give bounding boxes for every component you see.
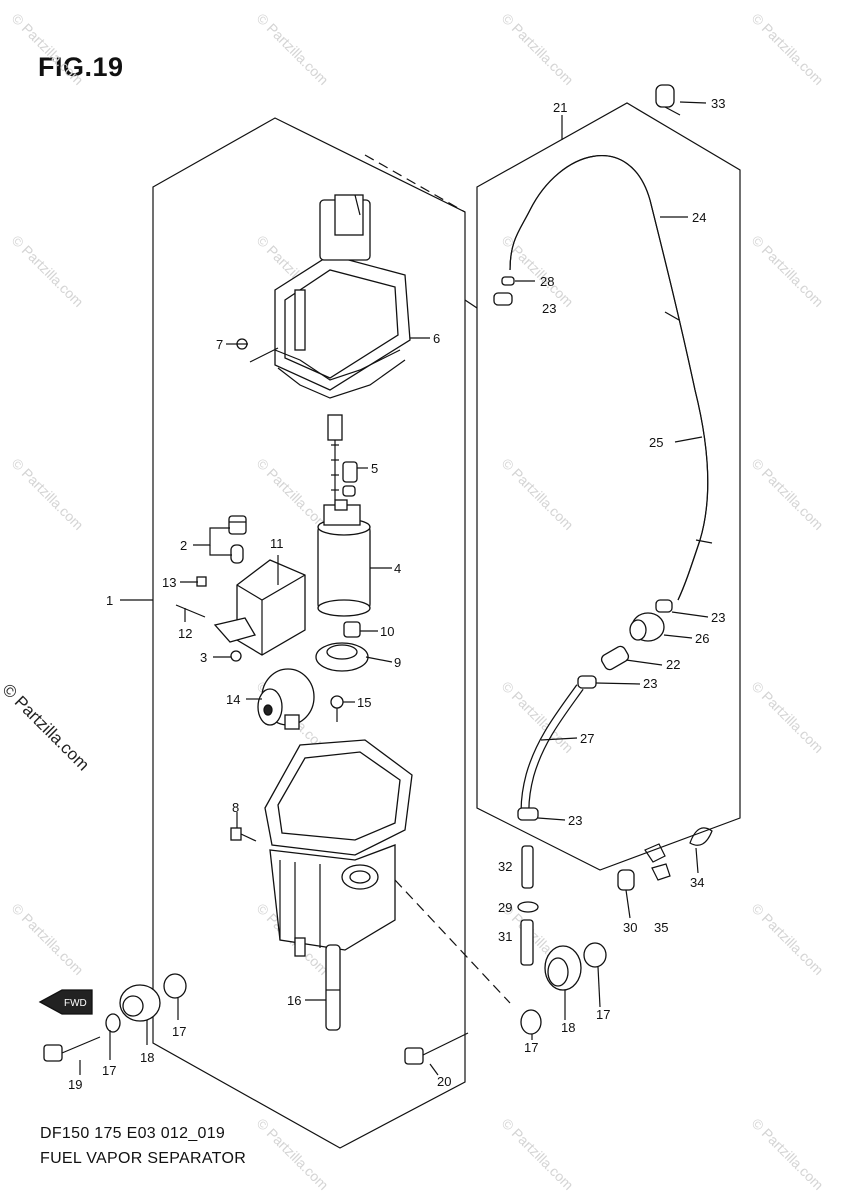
grommet-10 [343,621,361,638]
bolt-19 [43,1036,101,1062]
pin-12 [175,604,206,618]
screw-7 [236,338,248,350]
check-valve-22 [600,645,630,671]
callout-34: 34 [690,875,704,890]
callout-8: 8 [232,800,239,815]
collar-17-left [163,973,187,999]
callout-23-b: 23 [711,610,725,625]
callout-20: 20 [437,1074,451,1089]
figure-title: FIG.19 [38,52,124,82]
grommet-18-right [544,945,582,991]
clip-23 [517,807,539,821]
pipe-16 [325,944,341,1031]
footer-code: DF150 175 E03 012_019 [40,1125,226,1142]
callout-28: 28 [540,274,554,289]
separator-assembly-outline [152,117,466,1149]
forward-arrow-icon: FWD [38,989,93,1015]
callout-23-c: 23 [643,676,657,691]
cap-30 [617,869,635,891]
callout-23-d: 23 [568,813,582,828]
callout-2: 2 [180,538,187,553]
grommet-5 [342,461,358,497]
pump-harness [327,414,343,500]
callout-7: 7 [216,337,223,352]
callout-15: 15 [357,695,371,710]
callout-24: 24 [692,210,706,225]
callout-33: 33 [711,96,725,111]
washer-17-right [520,1009,542,1035]
clip-29 [517,901,539,913]
separator-cover [274,194,411,399]
callout-29: 29 [498,900,512,915]
clip-33 [655,84,681,116]
callout-32: 32 [498,859,512,874]
callout-labels: 1 2 3 4 5 6 7 8 9 10 11 12 13 14 15 16 1… [68,96,725,1092]
fuel-pump [317,499,371,617]
callout-17-b: 17 [172,1024,186,1039]
clip-23 [655,599,673,613]
callout-10: 10 [380,624,394,639]
connector-line [364,154,466,213]
callout-22: 22 [666,657,680,672]
filter-14 [257,668,315,730]
screw-15 [330,695,344,722]
callout-18-a: 18 [140,1050,154,1065]
callout-5: 5 [371,461,378,476]
connector-line [394,879,511,1004]
callout-4: 4 [394,561,401,576]
clip-28 [501,276,515,286]
leader-lines [79,101,709,1076]
callout-21: 21 [553,100,567,115]
callout-26: 26 [695,631,709,646]
bolt-20 [404,1032,469,1065]
callout-27: 27 [580,731,594,746]
washer-17-left [105,1013,121,1033]
callout-31: 31 [498,929,512,944]
holder-9 [315,642,369,672]
callout-35: 35 [654,920,668,935]
clip-23 [493,292,513,306]
callout-17-d: 17 [596,1007,610,1022]
hose-27 [520,684,584,811]
hose-24-25 [509,155,713,601]
callout-3: 3 [200,650,207,665]
clamp-34 [689,827,713,846]
callout-17-c: 17 [524,1040,538,1055]
grommet-18-left [119,984,161,1022]
callout-25: 25 [649,435,663,450]
callout-16: 16 [287,993,301,1008]
collar-17-right [583,942,607,968]
footer-title: FUEL VAPOR SEPARATOR [40,1150,247,1167]
pipe-32 [521,845,534,889]
separator-body [264,739,413,957]
pump-cover-11 [213,559,306,656]
hose-assembly-outline [476,102,741,871]
screw-3 [230,650,242,662]
callout-17-a: 17 [102,1063,116,1078]
screw-8 [230,827,257,842]
callout-19: 19 [68,1077,82,1092]
callout-9: 9 [394,655,401,670]
forward-label: FWD [64,998,87,1009]
callout-12: 12 [178,626,192,641]
clip-35 [644,843,671,881]
callout-6: 6 [433,331,440,346]
callout-1: 1 [106,593,113,608]
callout-18-b: 18 [561,1020,575,1035]
clip-23 [577,675,597,689]
screw-13 [196,576,207,587]
callout-30: 30 [623,920,637,935]
callout-23-a: 23 [542,301,556,316]
plug-2 [228,515,247,564]
callout-13: 13 [162,575,176,590]
connector-line [464,299,478,309]
callout-11: 11 [270,536,284,551]
filter-26 [629,612,665,642]
pipe-31 [520,919,534,966]
callout-14: 14 [226,692,240,707]
